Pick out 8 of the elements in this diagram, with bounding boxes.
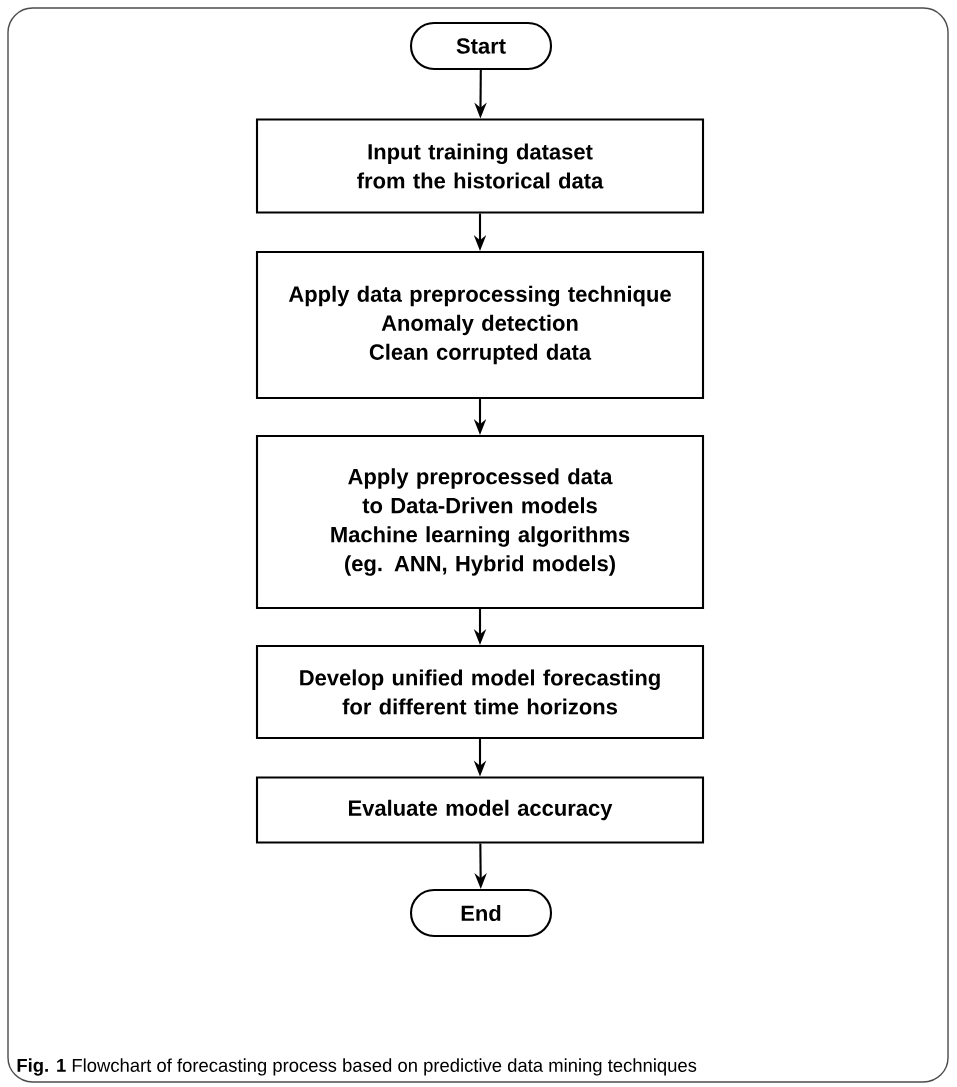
process-box: Apply preprocessed data to Data-Driven models Machine learning algorithms (eg. ANN, Hybrid models) xyxy=(255,434,705,610)
process-box: Evaluate model accuracy xyxy=(255,776,705,844)
terminal-pill: Start xyxy=(409,21,553,71)
process-box: Input training dataset from the historical data xyxy=(255,118,705,214)
caption: Fig. 1 Flowchart of forecasting process based on predictive data mining techniques xyxy=(17,1058,697,1076)
process-box: Apply data preprocessing technique Anomaly detection Clean corrupted data xyxy=(255,250,705,400)
terminal-pill: End xyxy=(409,888,553,938)
process-box: Develop unified model forecasting for different time horizons xyxy=(255,644,705,740)
